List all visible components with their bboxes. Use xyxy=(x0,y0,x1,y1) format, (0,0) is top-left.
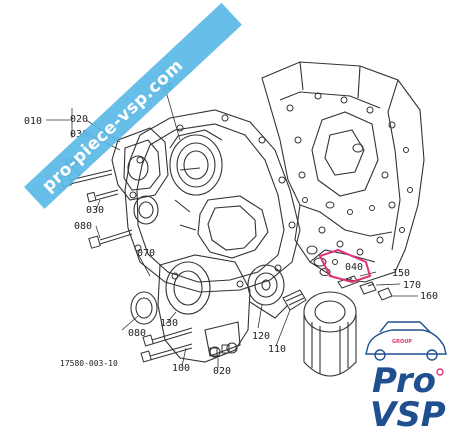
water-housing xyxy=(111,127,169,225)
threaded-nipple xyxy=(282,289,307,311)
oil-pump-rotor xyxy=(247,264,289,319)
reference-code: 17580-003-10 xyxy=(60,359,118,368)
bolt-030 xyxy=(86,189,119,203)
label-080-low: 080 xyxy=(128,328,146,339)
lower-front-cover xyxy=(157,254,251,363)
label-160: 160 xyxy=(420,291,438,302)
pro-vsp-logo: GROUP Pro VSP xyxy=(365,321,447,435)
logo-group-text: GROUP xyxy=(392,339,412,345)
label-130: 130 xyxy=(160,318,178,329)
label-030-top: 030 xyxy=(70,129,88,140)
car-silhouette-icon xyxy=(365,321,447,361)
part-labels: 010 020 030 050 190 030 080 070 080 130 … xyxy=(24,82,438,377)
label-020-top: 020 xyxy=(70,114,88,125)
gear-case-cover xyxy=(124,109,301,293)
label-170: 170 xyxy=(403,280,421,291)
label-010: 010 xyxy=(24,116,42,127)
oil-filter xyxy=(303,291,357,377)
label-070: 070 xyxy=(137,248,155,259)
logo-dot-icon xyxy=(436,368,444,376)
label-030-mid: 030 xyxy=(86,205,104,216)
upper-round-housing xyxy=(169,129,223,196)
label-100: 100 xyxy=(172,363,190,374)
oil-seal-ring xyxy=(130,291,158,325)
gear-case-bolt-holes xyxy=(129,114,296,288)
small-screws-020 xyxy=(209,344,230,357)
label-020-low: 020 xyxy=(213,366,231,377)
label-150: 150 xyxy=(392,268,410,279)
logo-pro-text: Pro xyxy=(372,361,436,401)
bolts-100 xyxy=(140,327,193,363)
watermark-banner-text: pro-piece-vsp.com xyxy=(38,55,187,196)
label-040: 040 xyxy=(345,262,363,273)
label-080-mid: 080 xyxy=(74,221,92,232)
bolt-080-mid xyxy=(88,229,133,249)
label-120: 120 xyxy=(252,331,270,342)
logo-vsp-text: VSP xyxy=(370,395,446,435)
highlight-040 xyxy=(318,248,372,284)
engine-block xyxy=(261,61,425,283)
label-110: 110 xyxy=(268,344,286,355)
engine-block-holes xyxy=(286,92,413,265)
